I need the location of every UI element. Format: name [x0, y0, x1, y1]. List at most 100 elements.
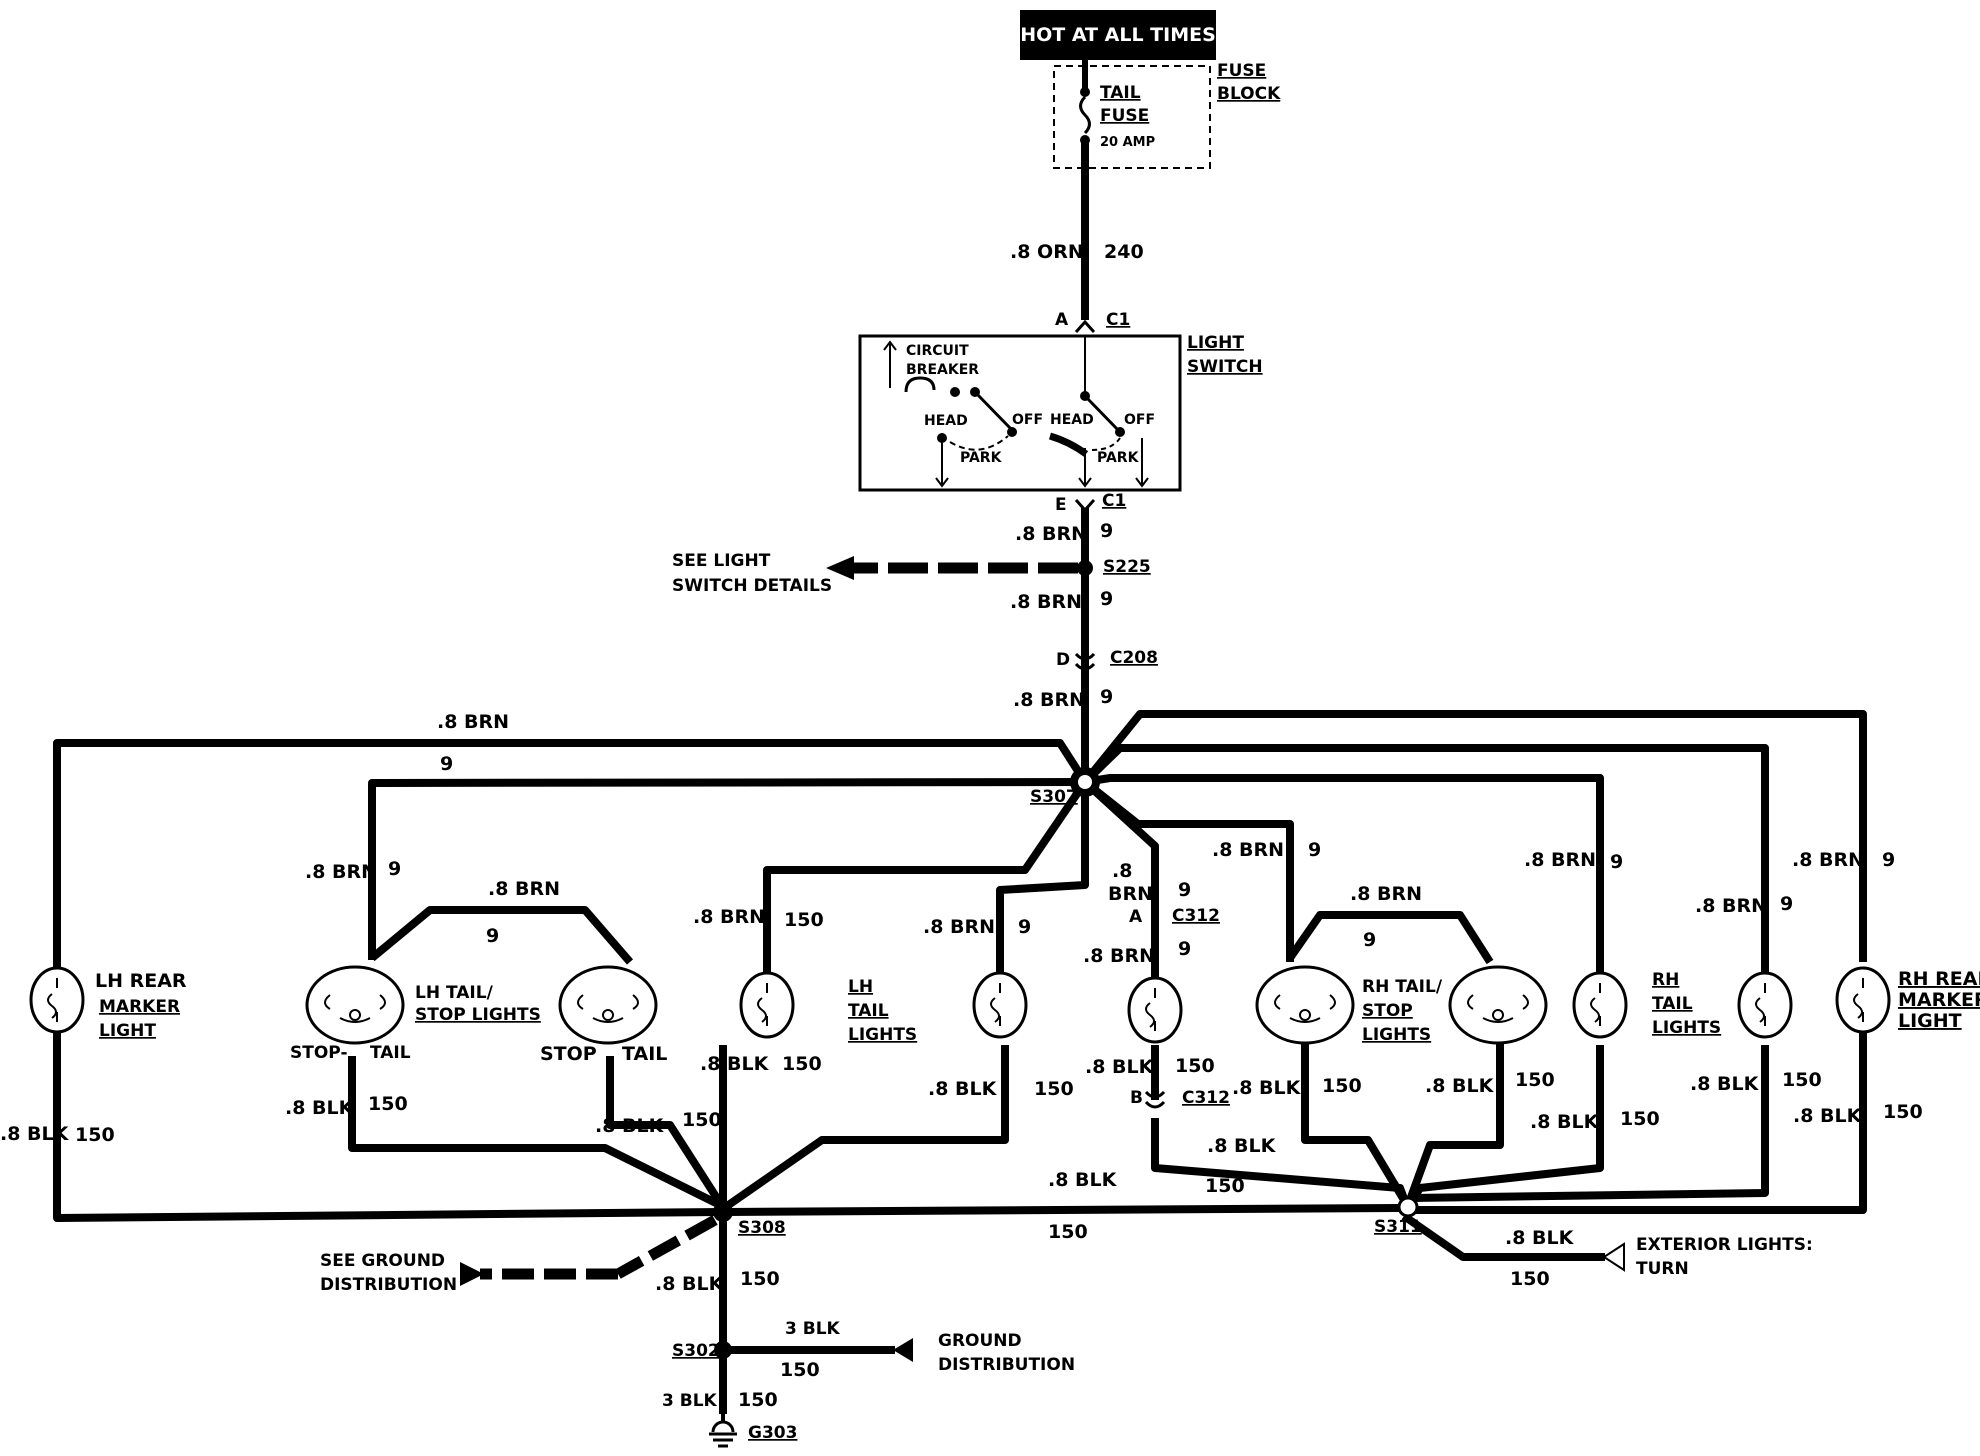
- svg-text:SEE GROUND: SEE GROUND: [320, 1251, 445, 1271]
- brn-labels: .8 BRN 9 .8 BRN 9 .8 BRN 9 .8 BRN 150 .8…: [305, 711, 1895, 967]
- svg-text:.8 BRN: .8 BRN: [1695, 895, 1767, 917]
- svg-text:150: 150: [1515, 1069, 1555, 1091]
- svg-text:.8 BRN: .8 BRN: [1350, 883, 1422, 905]
- svg-text:BREAKER: BREAKER: [906, 362, 979, 378]
- svg-text:S307: S307: [1030, 787, 1078, 807]
- svg-text:.8 BRN: .8 BRN: [1212, 839, 1284, 861]
- rh-stop-lamp-2: [1448, 965, 1548, 1045]
- svg-text:G303: G303: [748, 1423, 797, 1443]
- lh-rear-marker-light: LH REAR MARKER LIGHT: [29, 966, 187, 1041]
- svg-text:.8 BLK: .8 BLK: [928, 1078, 998, 1100]
- svg-text:HEAD: HEAD: [1050, 412, 1094, 428]
- svg-text:LH: LH: [848, 977, 873, 997]
- svg-text:C1: C1: [1102, 491, 1126, 511]
- svg-text:.8 BLK: .8 BLK: [655, 1273, 725, 1295]
- svg-text:9: 9: [1100, 686, 1113, 708]
- svg-text:STOP-: STOP-: [290, 1043, 348, 1063]
- svg-text:240: 240: [1104, 241, 1144, 263]
- svg-text:150: 150: [1510, 1268, 1550, 1290]
- svg-text:DISTRIBUTION: DISTRIBUTION: [320, 1275, 457, 1295]
- svg-text:FUSE: FUSE: [1100, 106, 1149, 126]
- svg-text:LH TAIL/: LH TAIL/: [415, 983, 494, 1003]
- svg-text:.8 BLK: .8 BLK: [700, 1053, 770, 1075]
- svg-text:9: 9: [1178, 879, 1191, 901]
- svg-text:150: 150: [1034, 1078, 1074, 1100]
- svg-text:HEAD: HEAD: [924, 413, 968, 429]
- svg-text:9: 9: [1780, 893, 1793, 915]
- svg-text:EXTERIOR LIGHTS:: EXTERIOR LIGHTS:: [1636, 1235, 1813, 1255]
- connector-c312-b: B C312: [1130, 1045, 1230, 1109]
- switch-output-wire: E C1 .8 BRN 9 .8 BRN 9 D C208 .8 BRN 9: [1010, 491, 1158, 782]
- svg-text:TAIL: TAIL: [848, 1001, 889, 1021]
- svg-text:3 BLK: 3 BLK: [662, 1391, 718, 1411]
- svg-text:150: 150: [368, 1093, 408, 1115]
- svg-text:BLOCK: BLOCK: [1217, 84, 1281, 104]
- svg-text:3 BLK: 3 BLK: [785, 1319, 841, 1339]
- svg-text:GROUND: GROUND: [938, 1331, 1022, 1351]
- svg-text:.8 BLK: .8 BLK: [0, 1123, 70, 1145]
- svg-text:150: 150: [784, 909, 824, 931]
- svg-text:.8 BLK: .8 BLK: [1793, 1105, 1863, 1127]
- svg-text:RH REAR: RH REAR: [1898, 968, 1980, 990]
- svg-text:LIGHT: LIGHT: [1187, 333, 1244, 353]
- svg-text:DISTRIBUTION: DISTRIBUTION: [938, 1355, 1075, 1375]
- svg-text:OFF: OFF: [1012, 412, 1043, 428]
- svg-text:9: 9: [440, 753, 453, 775]
- svg-text:9: 9: [1018, 916, 1031, 938]
- svg-text:HOT AT ALL TIMES: HOT AT ALL TIMES: [1020, 24, 1216, 46]
- svg-text:E: E: [1055, 495, 1067, 515]
- svg-text:S311: S311: [1374, 1217, 1422, 1237]
- light-switch: LIGHT SWITCH CIRCUIT BREAKER HEAD OFF PA…: [858, 333, 1263, 492]
- rh-stop-lamp-1: [1255, 965, 1355, 1045]
- svg-text:C312: C312: [1172, 906, 1220, 926]
- svg-text:150: 150: [682, 1109, 722, 1131]
- svg-text:150: 150: [1048, 1221, 1088, 1243]
- svg-text:.8: .8: [1112, 860, 1132, 882]
- lh-tail-light-1: [739, 971, 795, 1039]
- svg-text:A: A: [1055, 310, 1069, 330]
- svg-text:.8 BLK: .8 BLK: [1048, 1169, 1118, 1191]
- hot-at-all-times-box: HOT AT ALL TIMES: [1020, 10, 1216, 60]
- svg-text:S225: S225: [1103, 557, 1151, 577]
- svg-text:LIGHTS: LIGHTS: [848, 1025, 917, 1045]
- svg-text:RH: RH: [1652, 970, 1679, 990]
- svg-text:.8 BRN: .8 BRN: [1083, 945, 1155, 967]
- svg-text:150: 150: [75, 1124, 115, 1146]
- svg-text:150: 150: [1205, 1175, 1245, 1197]
- rh-tail-light-2: [1737, 971, 1793, 1039]
- svg-text:.8 BLK: .8 BLK: [1530, 1111, 1600, 1133]
- rh-tail-light-1: [1572, 971, 1628, 1039]
- splice-s307: S307: [1030, 767, 1100, 807]
- svg-text:.8 BRN: .8 BRN: [1013, 689, 1085, 711]
- svg-text:.8 BRN: .8 BRN: [923, 916, 995, 938]
- svg-text:TAIL: TAIL: [622, 1043, 667, 1065]
- ground-g303: G303: [709, 1414, 797, 1448]
- svg-text:C312: C312: [1182, 1088, 1230, 1108]
- svg-text:.8 BLK: .8 BLK: [1085, 1056, 1155, 1078]
- svg-text:.8 BRN: .8 BRN: [1015, 523, 1087, 545]
- svg-text:9: 9: [1363, 929, 1376, 951]
- svg-text:STOP LIGHTS: STOP LIGHTS: [415, 1005, 541, 1025]
- svg-text:.8 BRN: .8 BRN: [1010, 591, 1082, 613]
- rh-rear-marker-light: RH REAR MARKER LIGHT: [1835, 966, 1980, 1034]
- svg-text:.8 BLK: .8 BLK: [285, 1097, 355, 1119]
- svg-text:STOP: STOP: [1362, 1001, 1413, 1021]
- svg-text:150: 150: [1620, 1108, 1660, 1130]
- svg-text:RH TAIL/: RH TAIL/: [1362, 977, 1443, 997]
- svg-text:150: 150: [1782, 1069, 1822, 1091]
- svg-text:150: 150: [780, 1359, 820, 1381]
- lh-stop-lamp-1: STOP- TAIL LH TAIL/ STOP LIGHTS: [290, 965, 541, 1063]
- svg-text:.8 BLK: .8 BLK: [595, 1115, 665, 1137]
- svg-text:.8 BLK: .8 BLK: [1505, 1227, 1575, 1249]
- svg-text:.8 ORN: .8 ORN: [1010, 241, 1084, 263]
- svg-text:.8 BRN: .8 BRN: [1792, 849, 1864, 871]
- svg-text:LIGHTS: LIGHTS: [1652, 1018, 1721, 1038]
- svg-text:9: 9: [1100, 588, 1113, 610]
- lh-tail-light-2: [972, 971, 1028, 1039]
- svg-text:B: B: [1130, 1088, 1143, 1108]
- svg-text:9: 9: [1100, 520, 1113, 542]
- svg-text:9: 9: [1610, 851, 1623, 873]
- svg-text:.8 BRN: .8 BRN: [1524, 849, 1596, 871]
- svg-text:150: 150: [1175, 1055, 1215, 1077]
- splice-s311: S311 EXTERIOR LIGHTS: TURN: [1374, 1196, 1813, 1279]
